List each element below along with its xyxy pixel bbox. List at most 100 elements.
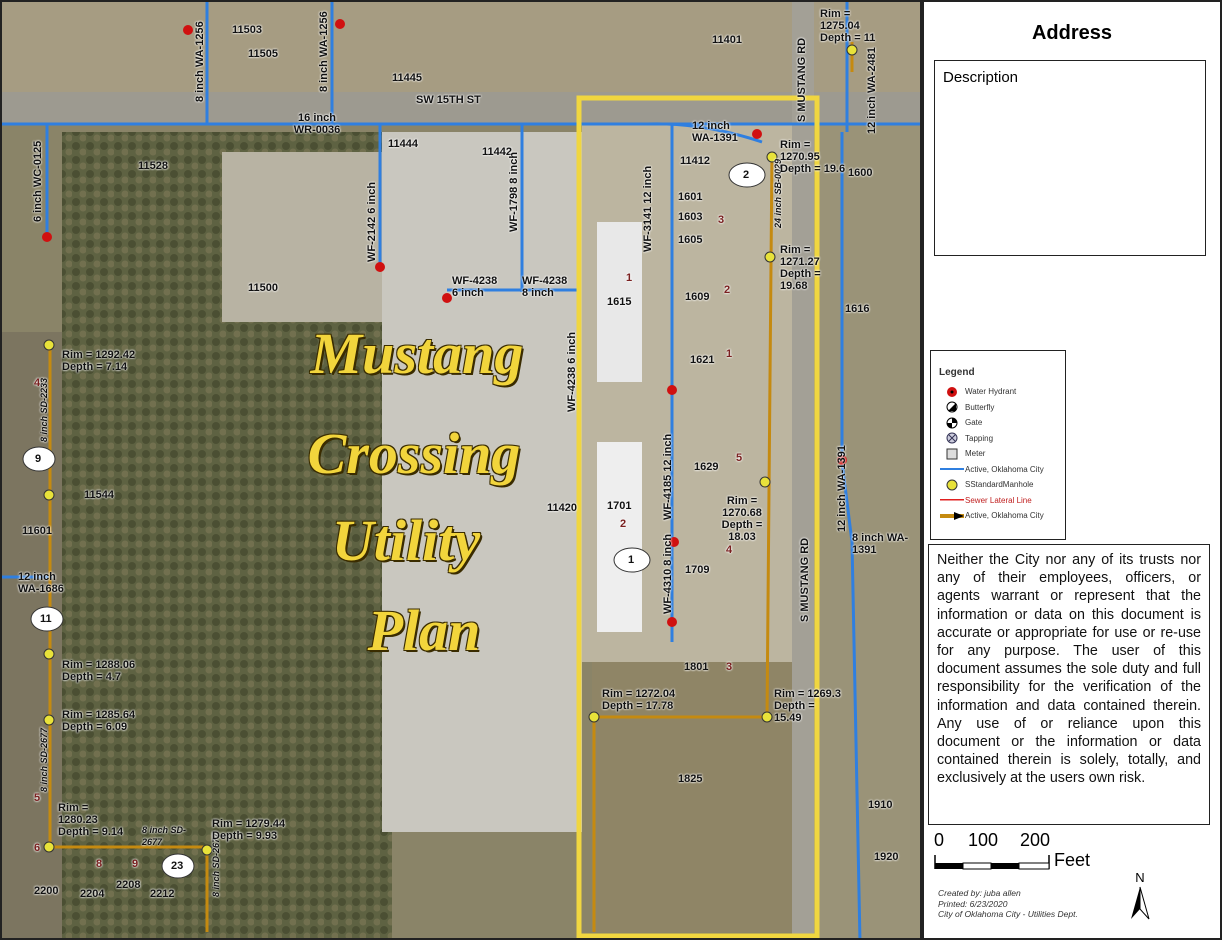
parcel-label: 11601 bbox=[22, 525, 52, 537]
manhole-label: Rim = 1275.04 Depth = 11 bbox=[820, 8, 876, 44]
map-title-line-2: Crossing bbox=[307, 421, 521, 486]
pipe-label: 6 inch WC-0125 bbox=[32, 140, 44, 222]
parcel-label: 1600 bbox=[848, 167, 873, 179]
north-arrow: N bbox=[1129, 870, 1151, 924]
parcel-label: 11445 bbox=[392, 72, 422, 84]
tapping-icon bbox=[939, 431, 965, 445]
scale-tick: 100 bbox=[968, 830, 999, 850]
parcel-label: 1920 bbox=[874, 851, 899, 863]
pipe-label: 12 inch WA-1391 bbox=[836, 445, 848, 532]
address-heading: Address bbox=[1031, 22, 1113, 44]
pipe-label: WF-2142 6 inch bbox=[366, 181, 378, 262]
parcel-label: 1609 bbox=[685, 291, 710, 303]
manhole-label: Rim = 1270.68 Depth = 18.03 bbox=[721, 495, 763, 543]
legend-item-gate: Gate bbox=[939, 415, 1057, 431]
circle-label: 9 bbox=[35, 453, 42, 465]
legend-label: Tapping bbox=[965, 433, 994, 443]
parcel-label: 1701 bbox=[607, 500, 632, 512]
lot-number: 2 bbox=[724, 284, 731, 296]
parcel-label: 1629 bbox=[694, 461, 719, 473]
map-graphics bbox=[2, 2, 920, 938]
manhole-label: Rim = 1280.23 Depth = 9.14 bbox=[58, 802, 124, 838]
street-label-mustang-north: S MUSTANG RD bbox=[796, 37, 808, 122]
parcel-label: 1801 bbox=[684, 661, 709, 673]
map-title-line-1: Mustang bbox=[310, 321, 524, 386]
parcel-label: 2200 bbox=[34, 885, 59, 897]
s-mustang-rd-road bbox=[792, 2, 814, 938]
legend-item-meter: Meter bbox=[939, 446, 1057, 462]
water-lines bbox=[2, 2, 920, 938]
parcel-label: 1615 bbox=[607, 296, 632, 308]
manhole-label: Rim = 1269.3 Depth = 15.49 bbox=[774, 688, 841, 724]
parcel-label: 11420 bbox=[547, 502, 577, 514]
sewer-label: 8 inch SD-2233 bbox=[39, 377, 49, 442]
parcel-label: 11544 bbox=[84, 489, 114, 501]
manhole-icon bbox=[939, 478, 965, 492]
aerial-map[interactable]: SW 15TH ST S MUSTANG RD S MUSTANG RD 115… bbox=[0, 0, 922, 940]
legend-label: Active, Oklahoma City bbox=[965, 511, 1044, 521]
parcel-label: 2212 bbox=[150, 888, 175, 900]
scale-bar: 0 100 200 Feet bbox=[934, 830, 1090, 871]
parcel-label: 11505 bbox=[248, 48, 278, 60]
credit-date: Printed: 6/23/2020 bbox=[938, 898, 1008, 909]
legend-label: Sewer Lateral Line bbox=[965, 495, 1032, 505]
parcel-label: 2208 bbox=[116, 879, 141, 891]
pipe-label: 12 inch WA-1686 bbox=[18, 571, 64, 595]
north-arrow-icon bbox=[1131, 886, 1150, 920]
street-label-sw-15th: SW 15TH ST bbox=[416, 94, 481, 106]
legend-label: Water Hydrant bbox=[965, 387, 1017, 397]
pipe-label: 12 inch WA-1391 bbox=[692, 120, 738, 144]
pipe-label: 12 inch WA-2481 bbox=[866, 47, 878, 134]
storage-lot bbox=[382, 132, 582, 832]
pipe-label: 16 inch WR-0036 bbox=[293, 112, 341, 136]
building-1701 bbox=[597, 442, 642, 632]
parcel-label: 11500 bbox=[248, 282, 278, 294]
manholes bbox=[43, 44, 858, 856]
manhole-label: Rim = 1292.42 Depth = 7.14 bbox=[62, 349, 136, 373]
credits: Created by: juba allen Printed: 6/23/202… bbox=[938, 888, 1078, 920]
project-boundary bbox=[576, 95, 820, 938]
pipe-label: 8 inch WA-1256 bbox=[318, 11, 330, 92]
legend: Legend Water Hydrant Butterfly Gate Tapp… bbox=[930, 350, 1066, 540]
parcel-label: 11412 bbox=[680, 155, 710, 167]
parcel-label: 1825 bbox=[678, 773, 703, 785]
lot-number: 8 bbox=[96, 858, 103, 870]
description-label: Description bbox=[943, 69, 1019, 86]
parcel-label: 2204 bbox=[80, 888, 105, 900]
map-title-line-3: Utility bbox=[331, 508, 481, 573]
lot-number: 4 bbox=[34, 377, 41, 389]
parcel-label: 1603 bbox=[678, 211, 703, 223]
legend-title: Legend bbox=[939, 367, 975, 378]
meter-icon bbox=[939, 447, 965, 461]
pipe-label: WF-1798 8 inch bbox=[508, 151, 520, 232]
pipe-label: WF-4238 8 inch bbox=[522, 275, 568, 299]
circle-label: 11 bbox=[40, 613, 52, 625]
legend-label: Gate bbox=[965, 418, 983, 428]
east-parcels bbox=[812, 102, 920, 938]
credit-author: Created by: juba allen bbox=[938, 888, 1021, 898]
manhole-label: Rim = 1272.04 Depth = 17.78 bbox=[602, 688, 676, 712]
field-north bbox=[2, 2, 920, 92]
north-label: N bbox=[1135, 870, 1145, 885]
info-panel: Address Description Legend Water Hydrant… bbox=[922, 0, 1222, 940]
water-hydrant-icon bbox=[939, 385, 965, 399]
parcel-label: 11444 bbox=[388, 138, 418, 150]
parcel-label: 11442 bbox=[482, 146, 512, 158]
legend-label: Active, Oklahoma City bbox=[965, 464, 1044, 474]
lot-number: 1 bbox=[626, 272, 633, 284]
lot-number: 2 bbox=[620, 518, 627, 530]
lot-number: 5 bbox=[736, 452, 743, 464]
building-1615 bbox=[597, 222, 642, 382]
scale-tick: 0 bbox=[934, 830, 945, 850]
legend-item-sewer-lateral: Sewer Lateral Line bbox=[939, 493, 1057, 509]
parcel-label: 11401 bbox=[712, 34, 742, 46]
legend-item-butterfly: Butterfly bbox=[939, 400, 1057, 416]
manhole-label: Rim = 1271.27 Depth = 19.68 bbox=[780, 244, 821, 292]
circle-label: 1 bbox=[628, 554, 635, 566]
credit-department: City of Oklahoma City - Utilities Dept. bbox=[938, 909, 1078, 919]
legend-item-sewer-main: Active, Oklahoma City bbox=[939, 508, 1057, 524]
lot-1825 bbox=[592, 662, 812, 932]
pipe-label: 8 inch WA-1391 bbox=[852, 532, 909, 556]
lot-number: 3 bbox=[718, 214, 725, 226]
manhole-label: Rim = 1288.06 Depth = 4.7 bbox=[62, 659, 136, 683]
